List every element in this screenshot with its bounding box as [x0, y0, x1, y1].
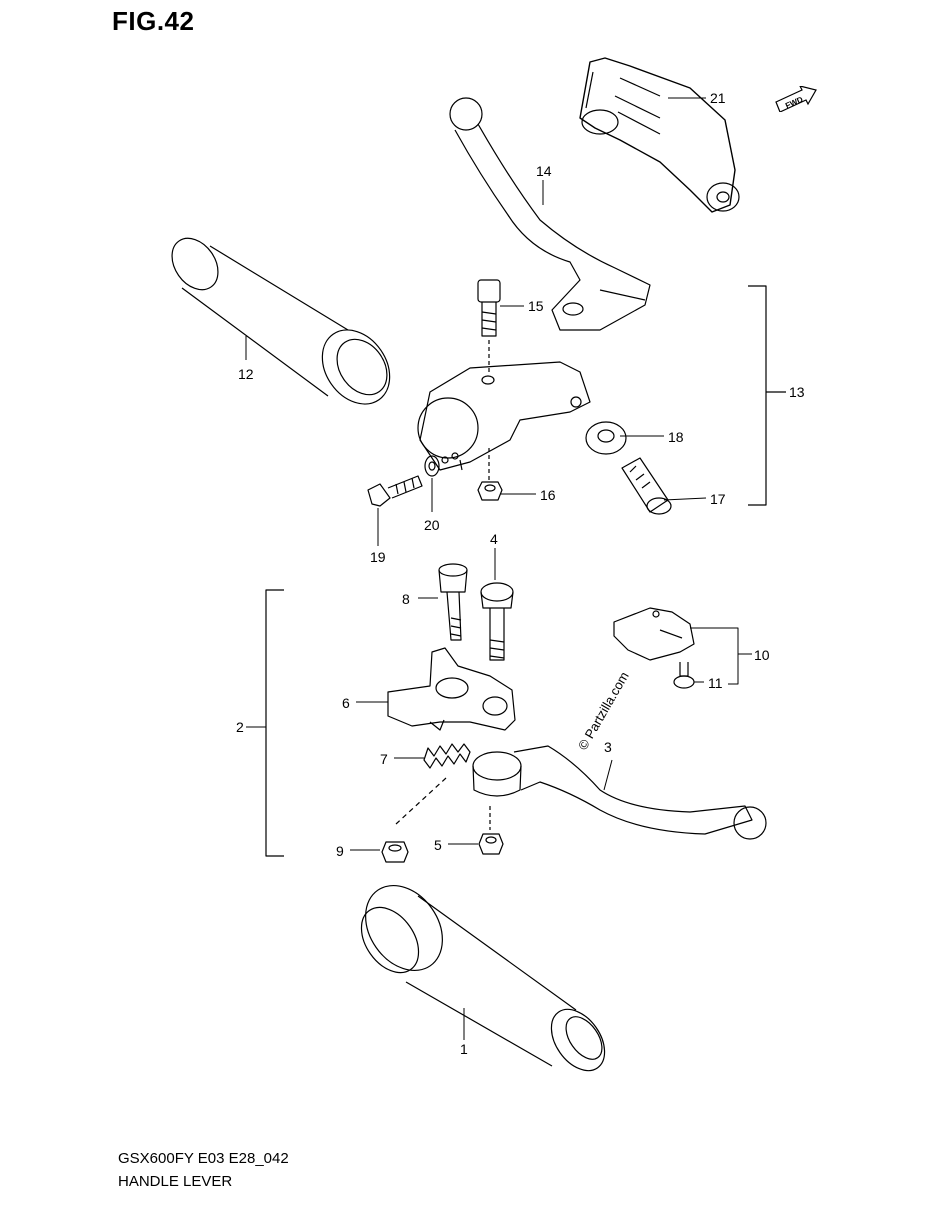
label-8: 8 — [402, 591, 410, 607]
adjuster-drawing — [621, 457, 672, 515]
label-6: 6 — [342, 695, 350, 711]
label-10: 10 — [754, 647, 770, 663]
forward-arrow-icon: FWD — [775, 86, 817, 112]
label-3: 3 — [604, 739, 612, 755]
bracket-13 — [748, 285, 767, 506]
label-14: 14 — [536, 163, 552, 179]
grip-bottom-drawing — [360, 884, 606, 1072]
model-code: GSX600FY E03 E28_042 — [118, 1150, 289, 1167]
spring-drawing — [423, 743, 471, 769]
label-19: 19 — [370, 549, 386, 565]
label-2: 2 — [236, 719, 244, 735]
brake-holder-body-drawing — [417, 361, 591, 471]
brake-lever-drawing — [449, 97, 651, 331]
label-5: 5 — [434, 837, 442, 853]
figure-name: HANDLE LEVER — [118, 1173, 233, 1190]
label-12: 12 — [238, 366, 254, 382]
leader-lines — [245, 97, 752, 1040]
nut-9-drawing — [381, 841, 409, 863]
pivot-bolt-4-drawing — [480, 582, 514, 661]
label-9: 9 — [336, 843, 344, 859]
label-7: 7 — [380, 751, 388, 767]
clutch-lever-drawing — [472, 745, 767, 840]
nut-5-drawing — [478, 806, 504, 855]
pivot-bolt-top-drawing — [477, 279, 501, 372]
grip-top-drawing — [171, 237, 391, 405]
label-20: 20 — [424, 517, 440, 533]
label-17: 17 — [710, 491, 726, 507]
label-18: 18 — [668, 429, 684, 445]
bracket-2 — [265, 589, 284, 857]
label-4: 4 — [490, 531, 498, 547]
washer-20-drawing — [424, 455, 440, 477]
label-1: 1 — [460, 1041, 468, 1057]
screw-drawing — [673, 662, 695, 689]
part-labels: 21 14 15 12 13 18 16 17 20 19 4 8 10 11 … — [236, 90, 805, 1057]
label-21: 21 — [710, 90, 726, 106]
lever-guard-drawing — [579, 57, 740, 213]
label-11: 11 — [708, 675, 723, 691]
lever-holder-6-drawing — [387, 647, 516, 731]
figure-title: FIG.42 — [112, 6, 195, 36]
label-15: 15 — [528, 298, 544, 314]
nut-16-drawing — [477, 448, 503, 501]
switch-drawing — [613, 607, 695, 661]
label-13: 13 — [789, 384, 805, 400]
bolt-19-drawing — [367, 475, 423, 507]
bolt-8-drawing — [438, 563, 468, 641]
locknut-drawing — [585, 421, 627, 455]
label-16: 16 — [540, 487, 556, 503]
